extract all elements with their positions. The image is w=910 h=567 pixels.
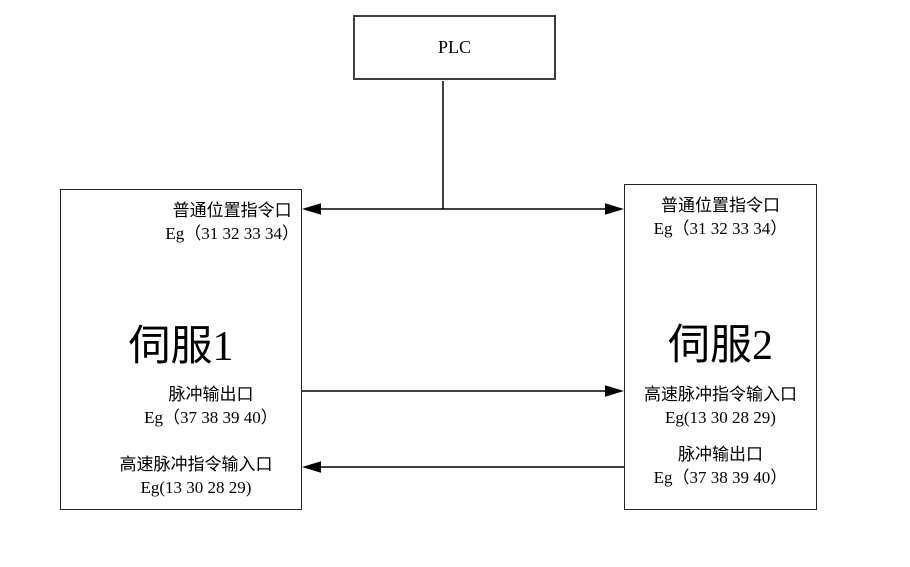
servo1-normal-position-port: 普通位置指令口 Eg（31 32 33 34） bbox=[165, 199, 299, 245]
arrowhead-left-icon bbox=[302, 461, 321, 473]
servo2-title: 伺服2 bbox=[667, 323, 773, 369]
port-pins: Eg(13 30 28 29) bbox=[665, 408, 776, 427]
arrowhead-right-icon bbox=[605, 385, 624, 397]
arrowhead-left-icon bbox=[302, 203, 321, 215]
servo1-title: 伺服1 bbox=[128, 324, 234, 370]
arrowhead-right-icon bbox=[605, 203, 624, 215]
servo2-normal-position-port: 普通位置指令口 Eg（31 32 33 34） bbox=[625, 194, 816, 240]
port-pins: Eg（37 38 39 40） bbox=[653, 468, 788, 487]
port-label: 高速脉冲指令输入口 bbox=[119, 455, 273, 474]
port-pins: Eg(13 30 28 29) bbox=[140, 478, 252, 497]
port-label: 脉冲输出口 bbox=[678, 445, 763, 464]
servo2-highspeed-pulse-input-port: 高速脉冲指令输入口 Eg(13 30 28 29) bbox=[625, 383, 816, 429]
port-label: 高速脉冲指令输入口 bbox=[644, 385, 797, 404]
servo2-box: 普通位置指令口 Eg（31 32 33 34） 伺服2 高速脉冲指令输入口 Eg… bbox=[624, 184, 817, 510]
plc-box: PLC bbox=[353, 15, 556, 80]
port-label: 脉冲输出口 bbox=[168, 385, 254, 404]
port-pins: Eg（31 32 33 34） bbox=[653, 219, 788, 238]
port-pins: Eg（31 32 33 34） bbox=[165, 224, 299, 243]
servo1-box: 普通位置指令口 Eg（31 32 33 34） 伺服1 脉冲输出口 Eg（37 … bbox=[60, 189, 302, 510]
servo1-pulse-output-port: 脉冲输出口 Eg（37 38 39 40） bbox=[121, 383, 301, 429]
port-label: 普通位置指令口 bbox=[661, 196, 780, 215]
port-pins: Eg（37 38 39 40） bbox=[144, 408, 278, 427]
servo1-highspeed-pulse-input-port: 高速脉冲指令输入口 Eg(13 30 28 29) bbox=[91, 453, 301, 499]
servo2-pulse-output-port: 脉冲输出口 Eg（37 38 39 40） bbox=[625, 443, 816, 489]
port-label: 普通位置指令口 bbox=[172, 201, 292, 220]
plc-label: PLC bbox=[437, 37, 471, 57]
